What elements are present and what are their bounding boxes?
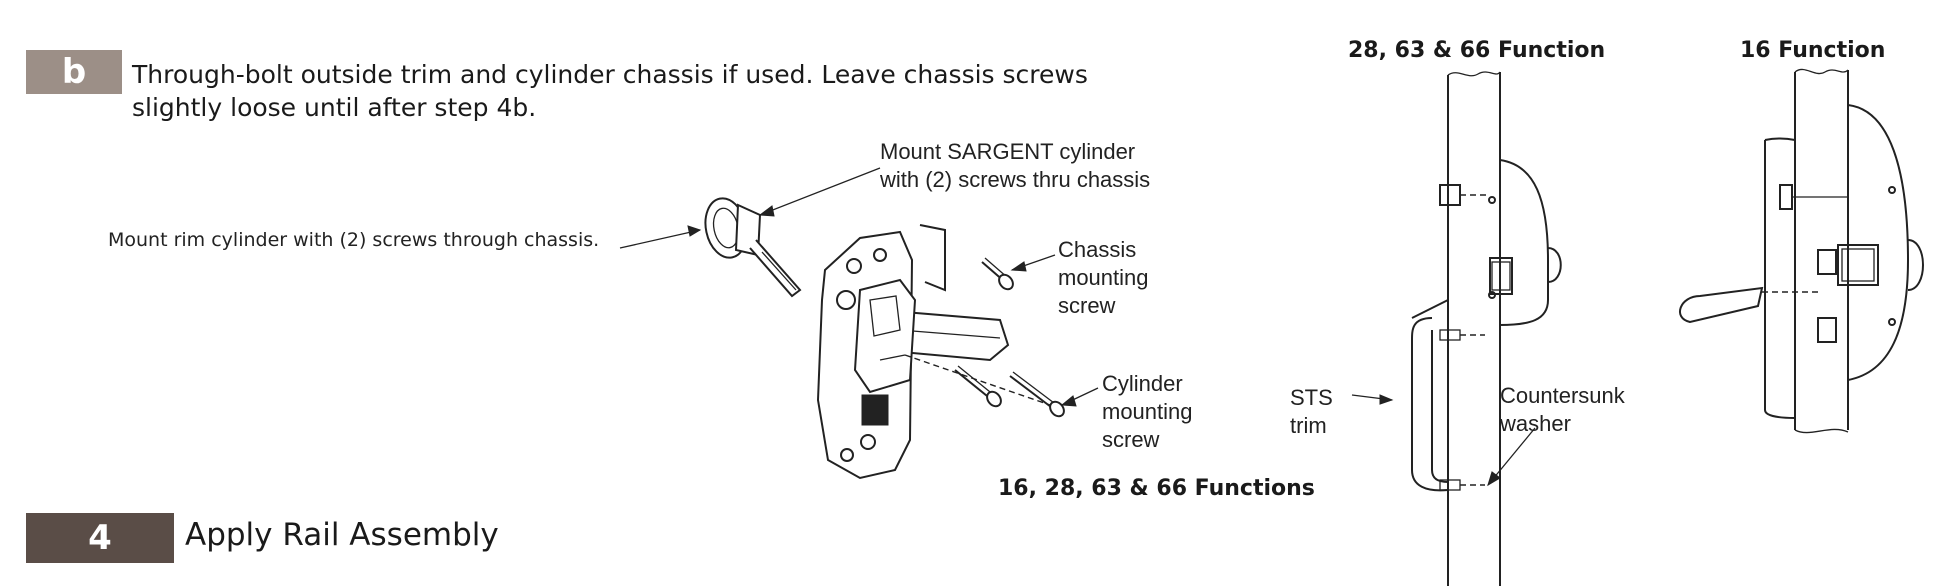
caption-function-28-63-66: 28, 63 & 66 Function bbox=[1348, 38, 1606, 63]
callout-rim-cylinder: Mount rim cylinder with (2) screws throu… bbox=[108, 229, 600, 251]
function-28-63-66-drawing bbox=[1411, 71, 1562, 586]
callout-sts-trim: STS trim bbox=[1290, 385, 1333, 438]
cylinder-chassis-drawing bbox=[816, 224, 1010, 480]
callout-sargent-cylinder: Mount SARGENT cylinder with (2) screws t… bbox=[880, 139, 1151, 192]
callout-countersunk-washer: Countersunk washer bbox=[1500, 383, 1625, 436]
step-b-instruction: Through-bolt outside trim and cylinder c… bbox=[132, 60, 1088, 122]
callout-leaders bbox=[619, 167, 1536, 487]
step-4-badge: 4 bbox=[26, 513, 174, 563]
caption-function-16: 16 Function bbox=[1740, 38, 1886, 63]
chassis-mounting-screw-drawing bbox=[981, 257, 1014, 291]
caption-functions-all: 16, 28, 63 & 66 Functions bbox=[998, 476, 1315, 501]
rim-cylinder-drawing bbox=[704, 197, 802, 298]
callout-cylinder-screw: Cylinder mounting screw bbox=[1102, 371, 1193, 452]
step-b-badge: b bbox=[26, 50, 122, 94]
cylinder-mounting-screws-drawing bbox=[904, 354, 1065, 418]
callout-chassis-screw: Chassis mounting screw bbox=[1058, 237, 1149, 318]
step-4-title: Apply Rail Assembly bbox=[185, 517, 499, 553]
function-16-drawing bbox=[1678, 68, 1924, 434]
